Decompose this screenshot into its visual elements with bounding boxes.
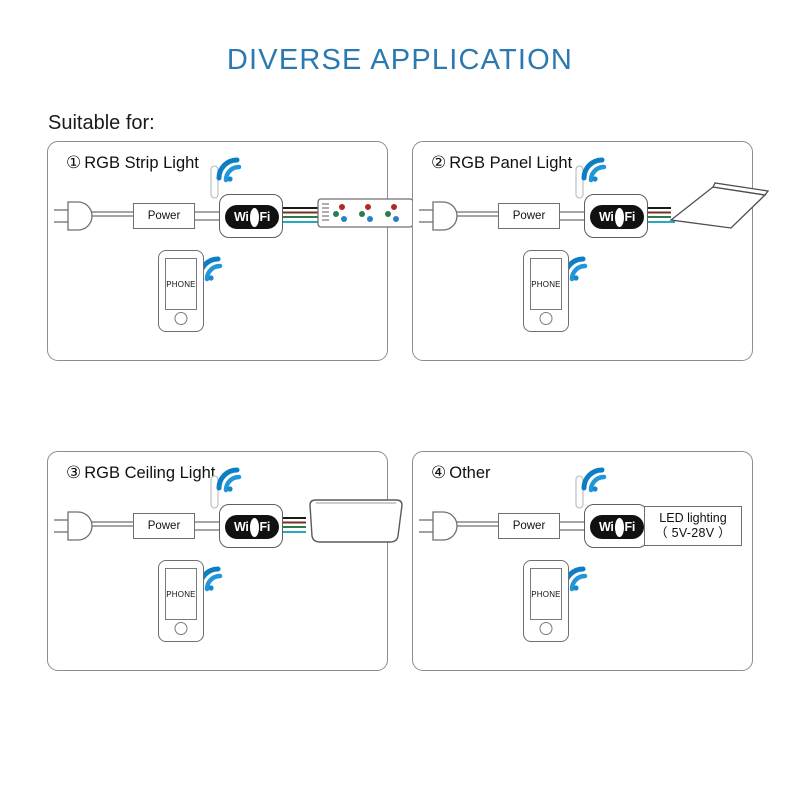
ceiling-light-icon	[309, 499, 403, 543]
wifi-controller[interactable]: Wi Fi	[584, 504, 648, 548]
wire-power-to-controller	[195, 521, 219, 531]
power-supply-box: Power	[133, 513, 195, 539]
wifi-lens-shape	[614, 517, 624, 537]
wifi-mark-wi: Wi	[233, 209, 249, 224]
wifi-logo: Wi Fi	[590, 515, 644, 539]
wifi-signal-icon	[581, 467, 607, 493]
page-title: DIVERSE APPLICATION	[226, 44, 574, 76]
wifi-signal-icon	[216, 157, 242, 183]
wifi-controller[interactable]: Wi Fi	[584, 194, 648, 238]
antenna-icon	[575, 165, 584, 199]
smartphone-icon[interactable]: PHONE	[523, 250, 569, 332]
wifi-mark-fi: Fi	[259, 209, 271, 224]
power-plug-icon	[54, 201, 133, 231]
wire-power-to-controller	[195, 211, 219, 221]
wifi-signal-icon	[216, 467, 242, 493]
smartphone-icon[interactable]: PHONE	[158, 560, 204, 642]
panel-number-2: ②	[431, 153, 447, 172]
wifi-mark-wi: Wi	[598, 519, 614, 534]
panel-label-4: Other	[449, 464, 491, 482]
panel-label-1: RGB Strip Light	[84, 154, 199, 172]
wifi-logo: Wi Fi	[225, 205, 279, 229]
output-wires-3	[283, 517, 306, 533]
wifi-mark-fi: Fi	[259, 519, 271, 534]
wifi-logo: Wi Fi	[225, 515, 279, 539]
wifi-controller[interactable]: Wi Fi	[219, 194, 283, 238]
panel-number-4: ④	[431, 463, 447, 482]
phone-screen-label: PHONE	[165, 568, 197, 620]
led-strip-icon	[317, 198, 414, 228]
led-lighting-title: LED lighting	[659, 510, 727, 525]
output-wires-1	[283, 207, 320, 223]
power-supply-box: Power	[498, 513, 560, 539]
panel-number-1: ①	[66, 153, 82, 172]
wire-power-to-controller	[560, 211, 584, 221]
diagram-canvas-4	[419, 467, 648, 592]
wifi-signal-icon	[581, 157, 607, 183]
wifi-mark-fi: Fi	[624, 209, 636, 224]
power-plug-icon	[54, 511, 133, 541]
panel-label-3: RGB Ceiling Light	[84, 464, 216, 482]
wire-power-to-controller	[560, 521, 584, 531]
power-plug-icon	[419, 511, 498, 541]
led-cluster	[359, 204, 373, 222]
flat-panel-light-icon	[669, 182, 770, 229]
subtitle-suitable-for: Suitable for:	[48, 112, 155, 134]
antenna-icon	[210, 475, 219, 509]
led-cluster	[385, 204, 399, 222]
phone-home-button[interactable]	[539, 312, 553, 325]
wifi-controller[interactable]: Wi Fi	[219, 504, 283, 548]
wifi-mark-fi: Fi	[624, 519, 636, 534]
antenna-icon	[210, 165, 219, 199]
phone-home-button[interactable]	[174, 312, 188, 325]
output-wires-2	[648, 207, 675, 223]
panel-number-3: ③	[66, 463, 82, 482]
wifi-lens-shape	[614, 207, 624, 227]
power-supply-box: Power	[498, 203, 560, 229]
power-plug-icon	[419, 201, 498, 231]
wifi-lens-shape	[249, 207, 259, 227]
antenna-icon	[575, 475, 584, 509]
phone-home-button[interactable]	[174, 622, 188, 635]
phone-home-button[interactable]	[539, 622, 553, 635]
wifi-lens-shape	[249, 517, 259, 537]
led-cluster	[333, 204, 347, 222]
phone-screen-label: PHONE	[530, 258, 562, 310]
smartphone-icon[interactable]: PHONE	[158, 250, 204, 332]
diagram-canvas-3	[54, 467, 403, 543]
panel-label-2: RGB Panel Light	[449, 154, 573, 172]
led-lighting-voltage: （ 5V-28V ）	[655, 526, 731, 540]
phone-signal-canvas-2	[562, 256, 588, 282]
phone-screen-label: PHONE	[530, 568, 562, 620]
diagram-canvas-2	[419, 157, 770, 231]
phone-signal-canvas-3	[197, 566, 223, 592]
wifi-logo: Wi Fi	[590, 205, 644, 229]
wifi-mark-wi: Wi	[598, 209, 614, 224]
power-supply-box: Power	[133, 203, 195, 229]
diagram-canvas-1	[54, 157, 414, 282]
phone-screen-label: PHONE	[165, 258, 197, 310]
led-lighting-box: LED lighting （ 5V-28V ）	[644, 506, 742, 546]
wifi-mark-wi: Wi	[233, 519, 249, 534]
smartphone-icon[interactable]: PHONE	[523, 560, 569, 642]
